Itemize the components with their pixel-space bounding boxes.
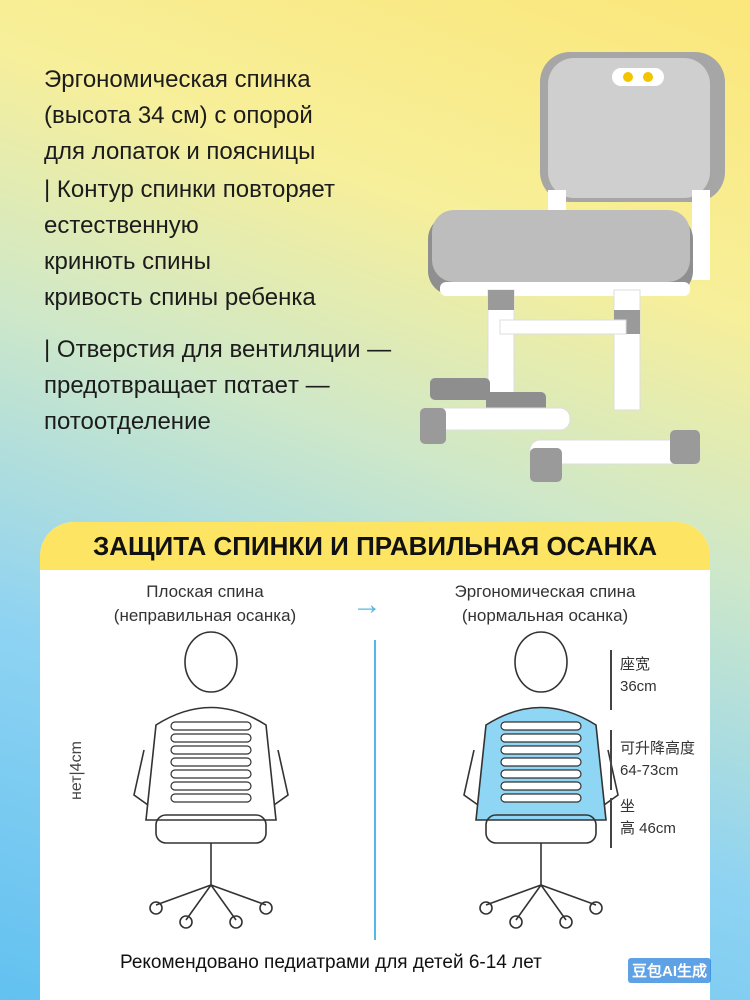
spec-adjustable-height: 可升降高度 64-73cm [620,738,695,782]
chair-product-image [419,52,725,482]
ergonomic-back-title: Эргономическая спина (нормальная осанка) [420,580,670,628]
feature-line: потоотделение [44,408,211,435]
feature-line: Эргономическая спинка [44,66,311,93]
flat-back-side-label: нет|4cm [68,741,85,800]
arrow-right-icon: → [352,588,382,621]
flat-back-title-line2: (неправильная осанка) [113,606,297,625]
footer-recommendation: Рекомендовано педиатрами для детей 6-14 … [120,952,542,973]
spec-bracket [610,798,612,848]
spec-label: 坐 [620,798,636,815]
feature-block-backrest: Эргономическая спинка (высота 34 см) с о… [44,62,315,170]
vertical-divider [374,640,376,940]
feature-line: для лопаток и поясницы [44,138,316,165]
feature-line: предотвращает пαтаeт — [44,372,330,399]
ergonomic-back-title-line2: (нормальная осанка) [461,606,629,625]
feature-line: кринють спины [44,248,212,275]
spec-bracket [610,650,612,710]
ai-watermark: 豆包AI生成 [628,958,712,983]
feature-line: | Контур спинки повторяет [44,176,335,203]
flat-back-title: Плоская спина (неправильная осанка) [90,580,320,628]
spec-label: 可升降高度 [620,740,696,757]
spec-seat-height: 坐 高 46cm [620,796,676,840]
ergonomic-back-title-line1: Эргономическая спина [454,582,636,601]
feature-line: естественную [44,212,199,239]
ergonomic-back-figure [463,631,619,929]
flat-back-figure [133,631,289,929]
spec-value: 64-73cm [620,762,679,779]
feature-block-contour: | Контур спинки повторяет естественную к… [44,172,335,316]
feature-line: | Отверстия для вентиляции — [44,336,392,363]
spec-bracket [610,730,612,790]
feature-line: (высота 34 см) с опорой [44,102,313,129]
spec-value: 高 46cm [620,820,676,837]
feature-block-ventilation: | Отверстия для вентиляции — предотвраща… [44,332,391,440]
spec-value: 36cm [620,678,657,695]
flat-back-title-line1: Плоская спина [146,582,264,601]
feature-line: кривость спины ребенка [44,284,316,311]
spec-seat-width: 座宽 36cm [620,654,657,698]
spec-label: 座宽 [620,656,651,673]
section-banner: ЗАЩИТА СПИНКИ И ПРАВИЛЬНАЯ ОСАНКА [40,522,710,570]
